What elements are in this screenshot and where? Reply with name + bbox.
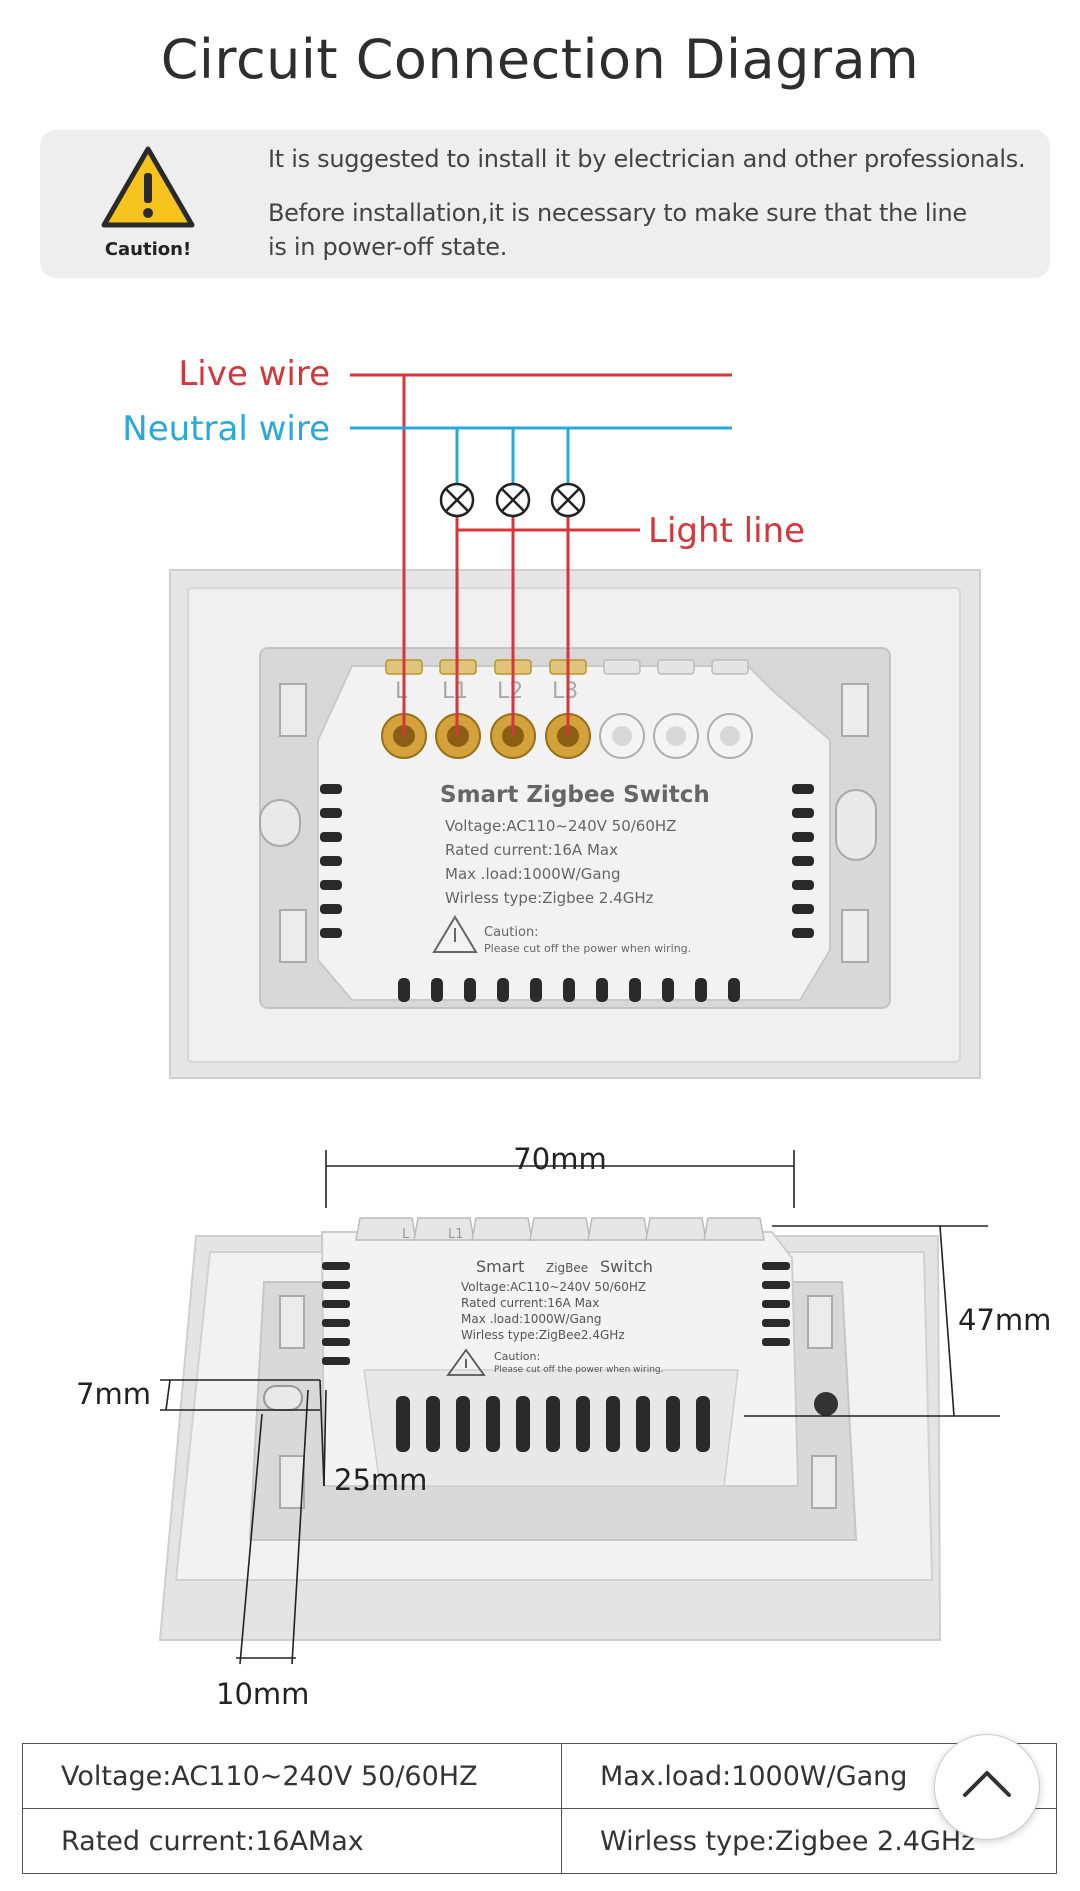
terminal-label: L bbox=[395, 679, 408, 704]
spec-voltage: Voltage:AC110~240V 50/60HZ bbox=[22, 1743, 562, 1809]
diagram-canvas: L L1 L2 L3 Smart Zigbee Switch Voltage:A… bbox=[76, 354, 1051, 1711]
device-load: Max .load:1000W/Gang bbox=[461, 1312, 601, 1326]
terminal-screws bbox=[381, 713, 753, 759]
device-name-c: Switch bbox=[600, 1257, 653, 1276]
warning-triangle-icon bbox=[101, 146, 195, 228]
dimension-lines bbox=[160, 1150, 1000, 1665]
wiring-schematic bbox=[350, 373, 732, 736]
device-load: Max .load:1000W/Gang bbox=[445, 865, 621, 883]
lamp-symbols bbox=[439, 482, 586, 518]
live-wire-label: Live wire bbox=[178, 354, 330, 394]
terminal-label: L bbox=[402, 1227, 410, 1242]
device-voltage: Voltage:AC110~240V 50/60HZ bbox=[461, 1280, 646, 1294]
caution-line-2: Before installation,it is necessary to m… bbox=[268, 199, 967, 261]
caution-notice: Caution! It is suggested to install it b… bbox=[40, 130, 1050, 278]
light-line-label: Light line bbox=[648, 511, 805, 551]
dimension-height: 47mm bbox=[958, 1303, 1051, 1337]
spec-table: Voltage:AC110~240V 50/60HZ Max.load:1000… bbox=[22, 1743, 1057, 1874]
device-voltage: Voltage:AC110~240V 50/60HZ bbox=[445, 817, 676, 835]
dimension-width: 70mm bbox=[513, 1142, 606, 1176]
device-wireless: Wirless type:Zigbee 2.4GHz bbox=[445, 889, 654, 907]
dimension-depth: 25mm bbox=[334, 1463, 427, 1497]
terminal-label: L2 bbox=[497, 679, 523, 704]
scroll-to-top-button[interactable] bbox=[934, 1734, 1040, 1840]
device-caution-note: Please cut off the power when wiring. bbox=[484, 942, 691, 955]
device-caution: Caution: bbox=[494, 1350, 540, 1363]
device-name-b: ZigBee bbox=[546, 1261, 588, 1275]
switch-side-view: L L1 bbox=[158, 1217, 942, 1641]
caution-line-1: It is suggested to install it by electri… bbox=[268, 145, 1026, 173]
dimension-left-offset: 7mm bbox=[76, 1377, 151, 1411]
spec-rated-current: Rated current:16AMax bbox=[22, 1808, 562, 1874]
chevron-up-icon bbox=[963, 1771, 1011, 1797]
page-title: Circuit Connection Diagram bbox=[160, 28, 920, 91]
device-current: Rated current:16A Max bbox=[445, 841, 618, 859]
device-current: Rated current:16A Max bbox=[461, 1296, 599, 1310]
neutral-wire-label: Neutral wire bbox=[122, 409, 330, 449]
caution-label: Caution! bbox=[104, 239, 192, 260]
dimension-base: 10mm bbox=[216, 1677, 309, 1711]
terminal-label: L1 bbox=[442, 679, 468, 704]
table-row: Voltage:AC110~240V 50/60HZ Max.load:1000… bbox=[22, 1743, 1057, 1809]
device-name: Smart Zigbee Switch bbox=[440, 782, 710, 808]
device-caution-note: Please cut off the power when wiring. bbox=[494, 1365, 664, 1375]
label-warning-icon bbox=[446, 1348, 486, 1376]
terminal-label: L1 bbox=[448, 1227, 464, 1242]
device-wireless: Wirless type:ZigBee2.4GHz bbox=[461, 1328, 625, 1342]
switch-back-plate: L L1 L2 L3 Smart Zigbee Switch Voltage:A… bbox=[169, 569, 981, 1079]
table-row: Rated current:16AMax Wirless type:Zigbee… bbox=[22, 1808, 1057, 1874]
device-name-a: Smart bbox=[476, 1257, 524, 1276]
device-caution: Caution: bbox=[484, 925, 539, 940]
label-warning-icon bbox=[432, 915, 478, 953]
terminal-label: L3 bbox=[552, 679, 578, 704]
